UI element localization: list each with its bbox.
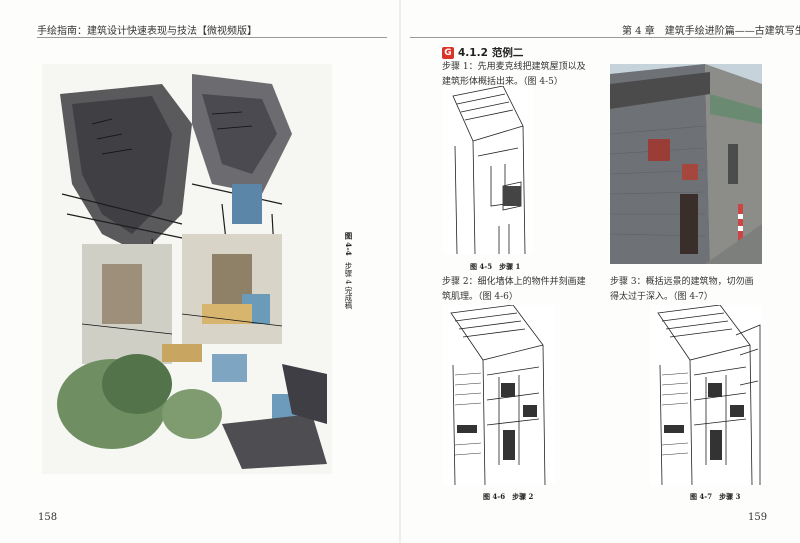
street-sketch-colored [42,64,332,474]
figure-4-7-sketch [650,305,762,485]
right-page-number: 159 [748,512,768,523]
section-heading: G 4.1.2 范例二 [442,45,523,60]
right-running-head: 第 4 章 建筑手绘进阶篇——古建筑写生 [622,26,800,37]
figure-4-6-sketch [443,305,555,485]
video-play-icon[interactable]: G [442,46,454,59]
figure-4-5-caption: 图 4-5 步骤 1 [470,262,521,271]
right-head-rule [410,37,762,38]
section-number: 4.1.2 [458,46,488,59]
alley-photo [610,64,762,264]
step1-paragraph: 步骤 1：先用麦克线把建筑屋顶以及建筑形体概括出来。（图 4-5） [442,62,586,87]
figure-4-4-number: 图 4-4 [344,232,353,256]
figure-4-7-caption: 图 4-7 步骤 3 [690,492,741,501]
figure-4-4-text: 步骤 4 完成稿 [344,262,353,310]
step3-paragraph: 步骤 3：概括远景的建筑物，切勿画得太过于深入。（图 4-7） [610,277,754,302]
left-running-head: 手绘指南：建筑设计快速表现与技法【微视频版】 [37,26,257,37]
section-title: 范例二 [491,47,524,59]
left-page-number: 158 [38,512,58,523]
left-head-rule [37,37,387,38]
figure-4-4-caption: 图 4-4 步骤 4 完成稿 [338,232,353,310]
figure-4-6-caption: 图 4-6 步骤 2 [483,492,534,501]
figure-4-5-sketch [443,86,533,254]
step2-paragraph: 步骤 2：细化墙体上的物件并刻画建筑肌理。（图 4-6） [442,277,586,302]
page-gutter [399,0,401,543]
